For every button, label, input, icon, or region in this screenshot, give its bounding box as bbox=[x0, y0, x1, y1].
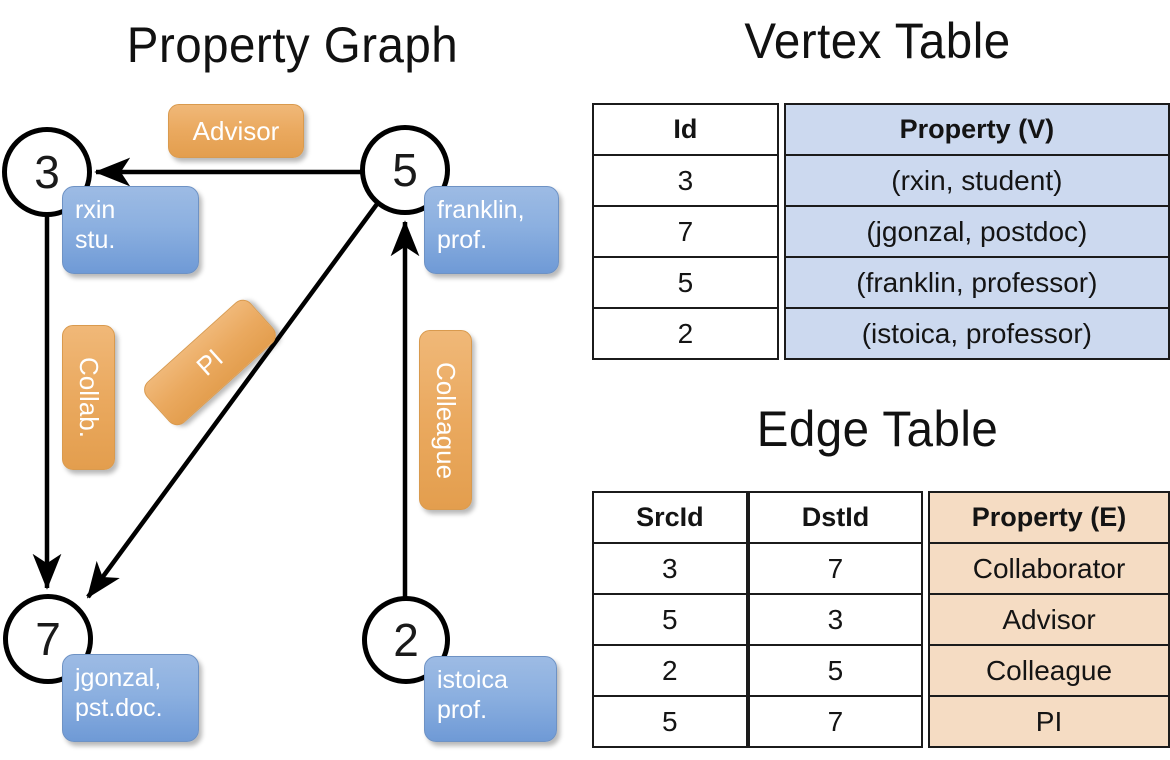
vertex-node-5[interactable]: 5 bbox=[360, 125, 450, 215]
vertex-table: Id 3 7 5 2 Property (V) (rxin, student) … bbox=[592, 103, 1170, 360]
table-row: 3 bbox=[592, 154, 779, 207]
table-row: Collaborator bbox=[928, 542, 1170, 595]
edge-label-text: Collab. bbox=[74, 357, 104, 438]
column-header-property-e: Property (E) bbox=[928, 491, 1170, 544]
table-header-row: SrcId bbox=[592, 491, 748, 544]
cell-property: (franklin, professor) bbox=[783, 256, 1170, 309]
table-row: (jgonzal, postdoc) bbox=[783, 205, 1170, 258]
graph-edges-layer bbox=[32, 157, 420, 599]
vertex-property-line-2: prof. bbox=[437, 695, 488, 724]
edge-label-collab[interactable]: Collab. bbox=[62, 325, 115, 470]
vertex-property-bubble-7[interactable]: jgonzal, pst.doc. bbox=[62, 654, 199, 742]
vertex-property-line-1: istoica bbox=[437, 666, 508, 694]
column-header-id: Id bbox=[592, 103, 779, 156]
page-title-vertex-table: Vertex Table bbox=[744, 13, 1011, 69]
table-header-row: Property (V) bbox=[783, 103, 1170, 156]
table-header-row: DstId bbox=[747, 491, 924, 544]
table-row: 5 bbox=[592, 695, 748, 748]
cell-id: 2 bbox=[592, 307, 779, 360]
property-graph-diagram: 3 5 7 2 rxin stu. franklin, prof. jgonza… bbox=[2, 104, 559, 742]
table-header-row: Property (E) bbox=[928, 491, 1170, 544]
cell-srcid: 5 bbox=[592, 695, 748, 748]
table-row: 7 bbox=[747, 695, 924, 748]
cell-id: 5 bbox=[592, 256, 779, 309]
cell-property: Colleague bbox=[928, 644, 1170, 697]
table-row: PI bbox=[928, 695, 1170, 748]
cell-property: (rxin, student) bbox=[783, 154, 1170, 207]
page-title-edge-table: Edge Table bbox=[756, 401, 999, 457]
table-row: 3 bbox=[592, 542, 748, 595]
vertex-property-line-2: prof. bbox=[437, 225, 488, 254]
edge-table: SrcId 3 5 2 5 DstId 7 3 5 7 Property (E)… bbox=[592, 491, 1170, 748]
table-row: Colleague bbox=[928, 644, 1170, 697]
vertex-node-2[interactable]: 2 bbox=[362, 596, 450, 684]
cell-dstid: 5 bbox=[747, 644, 924, 697]
vertex-property-bubble-3[interactable]: rxin stu. bbox=[62, 186, 199, 274]
table-row: 2 bbox=[592, 644, 748, 697]
vertex-property-line-1: jgonzal, bbox=[75, 664, 162, 692]
table-row: Advisor bbox=[928, 593, 1170, 646]
edge-label-text: Advisor bbox=[192, 115, 280, 146]
table-row: 2 bbox=[592, 307, 779, 360]
table-row: 7 bbox=[592, 205, 779, 258]
edge-label-text: PI bbox=[190, 342, 229, 382]
table-row: (rxin, student) bbox=[783, 154, 1170, 207]
cell-property: (jgonzal, postdoc) bbox=[783, 205, 1170, 258]
cell-dstid: 7 bbox=[747, 542, 924, 595]
cell-srcid: 2 bbox=[592, 644, 748, 697]
edge-table-property-column: Property (E) Collaborator Advisor Collea… bbox=[928, 491, 1170, 748]
column-header-srcid: SrcId bbox=[592, 491, 748, 544]
edge-pi-5-to-7 bbox=[86, 202, 379, 599]
edge-label-colleague[interactable]: Colleague bbox=[419, 330, 472, 510]
cell-dstid: 7 bbox=[747, 695, 924, 748]
vertex-property-bubble-2[interactable]: istoica prof. bbox=[424, 656, 557, 742]
table-row: 5 bbox=[592, 256, 779, 309]
edge-table-dstid-column: DstId 7 3 5 7 bbox=[747, 491, 924, 748]
cell-property: Collaborator bbox=[928, 542, 1170, 595]
vertex-property-line-2: stu. bbox=[75, 225, 116, 254]
cell-property: (istoica, professor) bbox=[783, 307, 1170, 360]
cell-srcid: 3 bbox=[592, 542, 748, 595]
table-row: 7 bbox=[747, 542, 924, 595]
column-header-property-v: Property (V) bbox=[783, 103, 1170, 156]
vertex-table-id-column: Id 3 7 5 2 bbox=[592, 103, 779, 360]
vertex-property-line-1: rxin bbox=[75, 196, 116, 224]
vertex-property-line-1: franklin, bbox=[437, 196, 525, 224]
cell-property: PI bbox=[928, 695, 1170, 748]
vertex-property-line-2: pst.doc. bbox=[75, 693, 163, 722]
cell-id: 3 bbox=[592, 154, 779, 207]
cell-id: 7 bbox=[592, 205, 779, 258]
table-row: (istoica, professor) bbox=[783, 307, 1170, 360]
table-row: 5 bbox=[592, 593, 748, 646]
table-header-row: Id bbox=[592, 103, 779, 156]
edge-label-advisor[interactable]: Advisor bbox=[168, 104, 304, 158]
table-row: (franklin, professor) bbox=[783, 256, 1170, 309]
table-row: 5 bbox=[747, 644, 924, 697]
cell-property: Advisor bbox=[928, 593, 1170, 646]
edge-table-srcid-column: SrcId 3 5 2 5 bbox=[592, 491, 748, 748]
vertex-property-bubble-5[interactable]: franklin, prof. bbox=[424, 186, 559, 274]
table-row: 3 bbox=[747, 593, 924, 646]
cell-dstid: 3 bbox=[747, 593, 924, 646]
column-header-dstid: DstId bbox=[747, 491, 924, 544]
page-title-property-graph: Property Graph bbox=[126, 17, 459, 73]
vertex-table-property-column: Property (V) (rxin, student) (jgonzal, p… bbox=[783, 103, 1170, 360]
edge-label-text: Colleague bbox=[431, 361, 461, 479]
cell-srcid: 5 bbox=[592, 593, 748, 646]
